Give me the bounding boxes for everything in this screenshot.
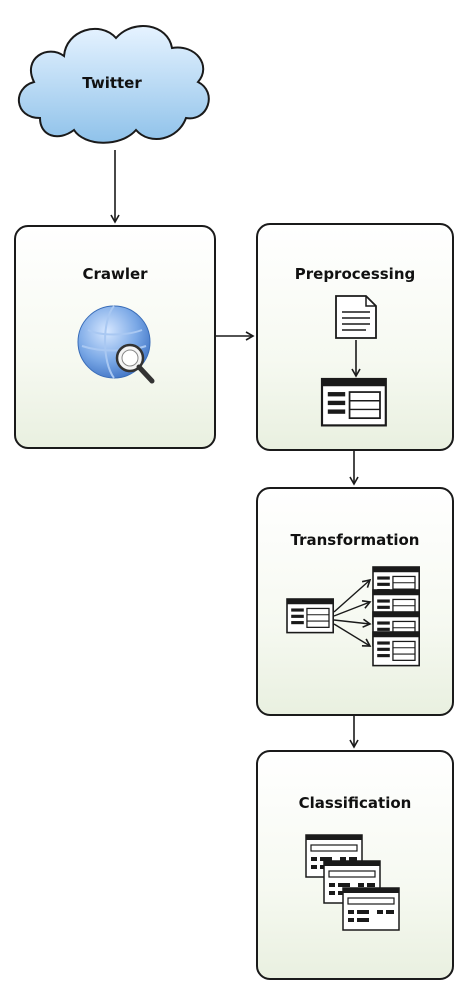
table-fanout-icon xyxy=(286,566,420,667)
globe-search-icon xyxy=(77,305,155,384)
cloud-icon xyxy=(17,24,210,144)
document-to-table-icon xyxy=(320,295,387,427)
classification-label: Classification xyxy=(298,794,412,812)
transformation-label: Transformation xyxy=(290,531,420,549)
crawler-label: Crawler xyxy=(82,265,148,283)
stacked-forms-icon xyxy=(305,834,400,931)
preprocessing-label: Preprocessing xyxy=(294,265,416,283)
twitter-label: Twitter xyxy=(82,74,142,92)
